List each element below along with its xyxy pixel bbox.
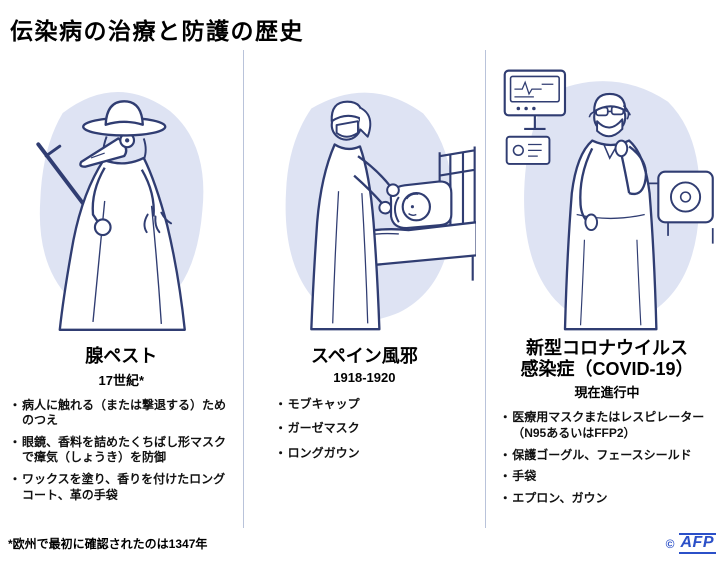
- list-item: ワックスを塗り、香りを付けたロングコート、革の手袋: [9, 472, 234, 503]
- afp-credit: © AFP: [666, 533, 716, 554]
- heading-line: 腺ペスト: [85, 346, 158, 366]
- afp-logo: AFP: [678, 533, 716, 554]
- panel-heading-plague: 腺ペスト: [9, 346, 234, 367]
- panel-heading-spanish-flu: スペイン風邪: [253, 346, 477, 367]
- bullet-list-spanish-flu: モブキャップ ガーゼマスク ロングガウン: [253, 397, 477, 462]
- panel-subheading-spanish-flu: 1918-1920: [333, 369, 396, 385]
- heading-line: 感染症（COVID-19）: [520, 358, 694, 379]
- panel-subheading-covid: 現在進行中: [574, 385, 640, 401]
- list-item: 医療用マスクまたはレスピレーター（N95あるいはFFP2）: [499, 410, 719, 441]
- footnote: *欧州で最初に確認されたのは1347年: [8, 537, 208, 551]
- page-title: 伝染病の治療と防護の歴史: [10, 18, 304, 44]
- list-item: ロングガウン: [275, 446, 477, 462]
- panel-plague: 腺ペスト 17世紀* 病人に触れる（または撃退する）ためのつえ 眼鏡、香料を詰め…: [0, 50, 243, 528]
- list-item: 手袋: [499, 469, 719, 485]
- list-item: エプロン、ガウン: [499, 491, 719, 507]
- panel-spanish-flu: スペイン風邪 1918-1920 モブキャップ ガーゼマスク ロングガウン: [242, 50, 486, 528]
- panel-heading-covid: 新型コロナウイルス 感染症（COVID-19）: [495, 338, 719, 379]
- panels-container: 腺ペスト 17世紀* 病人に触れる（または撃退する）ためのつえ 眼鏡、香料を詰め…: [0, 50, 728, 528]
- bullet-list-plague: 病人に触れる（または撃退する）ためのつえ 眼鏡、香料を詰めたくちばし形マスクで瘴…: [9, 398, 234, 504]
- list-item: 病人に触れる（または撃退する）ためのつえ: [9, 398, 234, 429]
- plague-doctor-illustration: [9, 52, 234, 342]
- heading-line: スペイン風邪: [311, 346, 418, 366]
- list-item: 保護ゴーグル、フェースシールド: [499, 448, 719, 464]
- list-item: ガーゼマスク: [275, 421, 477, 437]
- bullet-list-covid: 医療用マスクまたはレスピレーター（N95あるいはFFP2） 保護ゴーグル、フェー…: [495, 410, 719, 506]
- heading-line: 新型コロナウイルス: [525, 338, 688, 358]
- panel-subheading-plague: 17世紀*: [98, 372, 145, 388]
- covid-medic-illustration: [495, 52, 719, 342]
- copyright-symbol: ©: [665, 536, 675, 551]
- panel-covid: 新型コロナウイルス 感染症（COVID-19） 現在進行中 医療用マスクまたはレ…: [485, 50, 728, 528]
- list-item: モブキャップ: [275, 397, 477, 413]
- list-item: 眼鏡、香料を詰めたくちばし形マスクで瘴気（しょうき）を防御: [9, 435, 234, 466]
- spanish-flu-illustration: [253, 52, 477, 342]
